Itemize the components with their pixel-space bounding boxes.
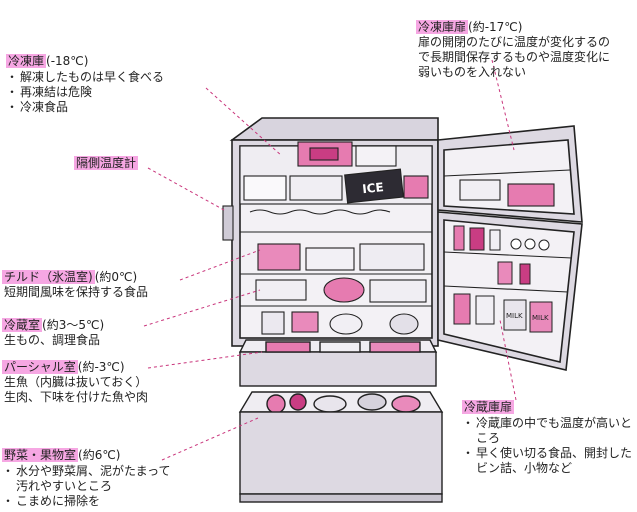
vegetable-annotation: 野菜・果物室(約6℃) 水分や野菜屑、泥がたまって汚れやすいところ こまめに掃除… <box>2 448 172 509</box>
freezer-temp: (-18℃) <box>46 54 89 68</box>
chilled-temp: (約0℃) <box>94 270 138 284</box>
vegetable-temp: (約6℃) <box>78 448 121 462</box>
chilled-shelf <box>240 209 432 275</box>
vegetable-note: こまめに掃除を <box>2 494 172 509</box>
fridge-door-annotation: 冷蔵庫扉 冷蔵庫の中でも温度が高いところ 早く使い切る食品、開封したビン詰、小物… <box>462 400 634 476</box>
fridge-door-note: 早く使い切る食品、開封したビン詰、小物など <box>462 446 634 476</box>
ice-package-label: ICE <box>362 180 385 196</box>
vegetable-notes: 水分や野菜屑、泥がたまって汚れやすいところ こまめに掃除を <box>2 464 172 509</box>
thermometer-device <box>222 205 234 241</box>
partial-annotation: パーシャル室(約-3℃) 生魚（内臓は抜いておく） 生肉、下味を付けた魚や肉 <box>2 360 212 405</box>
refrigerator-shelves <box>240 277 432 335</box>
partial-title: パーシャル室 <box>2 360 78 374</box>
fridge-room-annotation: 冷蔵室(約3～5℃) 生もの、調理食品 <box>2 318 202 348</box>
freezer-notes: 解凍したものは早く食べる 再凍結は危険 冷凍食品 <box>6 70 236 115</box>
freezer-door <box>437 125 583 223</box>
freezer-door-title: 冷凍庫扉 <box>416 20 469 34</box>
chilled-title: チルド（氷温室) <box>2 270 95 284</box>
partial-desc-1: 生魚（内臓は抜いておく） <box>4 375 148 389</box>
vegetable-drawer <box>238 391 444 503</box>
freezer-door-temp: (約-17℃) <box>468 20 523 34</box>
chilled-desc: 短期間風味を保持する食品 <box>4 285 149 299</box>
fridge-room-title: 冷蔵室 <box>2 318 43 332</box>
milk-label-2: MILK <box>532 314 549 322</box>
freezer-note: 冷凍食品 <box>6 100 236 115</box>
fridge-door-title: 冷蔵庫扉 <box>462 400 515 414</box>
vegetable-title: 野菜・果物室 <box>2 448 79 462</box>
freezer-annotation: 冷凍庫(-18℃) 解凍したものは早く食べる 再凍結は危険 冷凍食品 <box>6 54 236 115</box>
freezer-note: 再凍結は危険 <box>6 85 236 100</box>
partial-temp: (約-3℃) <box>77 360 125 374</box>
freezer-title: 冷凍庫 <box>6 54 47 68</box>
fridge-room-temp: (約3～5℃) <box>42 318 105 332</box>
fridge-door-notes: 冷蔵庫の中でも温度が高いところ 早く使い切る食品、開封したビン詰、小物など <box>462 416 634 476</box>
milk-label-1: MILK <box>506 312 523 320</box>
chilled-annotation: チルド（氷温室)(約0℃) 短期間風味を保持する食品 <box>2 270 202 300</box>
vegetable-note: 水分や野菜屑、泥がたまって汚れやすいところ <box>2 464 172 494</box>
partial-desc-2: 生肉、下味を付けた魚や肉 <box>4 390 149 404</box>
leader-lines <box>143 59 517 461</box>
freezer-note: 解凍したものは早く食べる <box>6 70 236 85</box>
thermometer-annotation: 隔側温度計 <box>74 156 139 171</box>
fridge-room-desc: 生もの、調理食品 <box>4 333 101 347</box>
freezer-door-desc: 扉の開閉のたびに温度が変化するので長期間保存するものや温度変化に弱いものを入れな… <box>418 35 611 79</box>
thermometer-title: 隔側温度計 <box>74 156 139 170</box>
partial-drawer <box>238 339 438 387</box>
refrigerator-door: MILK MILK <box>437 211 583 371</box>
freezer-compartment: ICE <box>239 141 433 205</box>
freezer-door-annotation: 冷凍庫扉(約-17℃) 扉の開閉のたびに温度が変化するので長期間保存するものや温… <box>416 20 616 80</box>
fridge-door-note: 冷蔵庫の中でも温度が高いところ <box>462 416 634 446</box>
